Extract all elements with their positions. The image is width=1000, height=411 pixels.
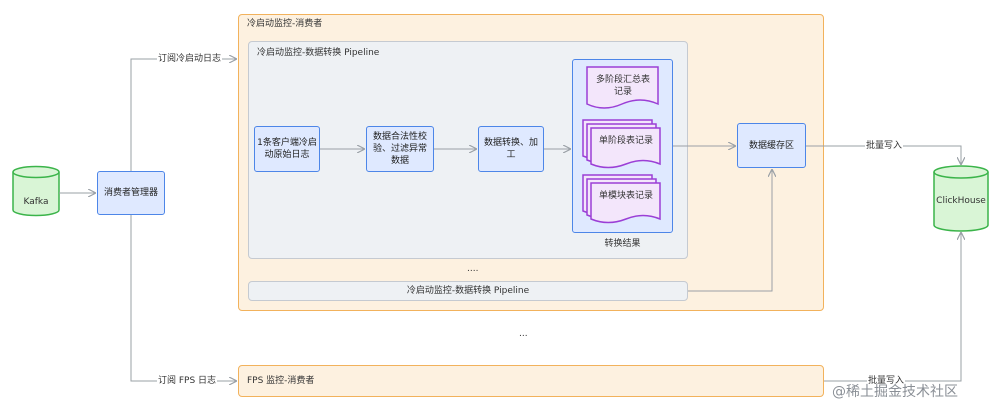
kafka-database-icon	[12, 165, 60, 217]
collapsed-pipeline-to-buffer-arrow	[688, 170, 772, 292]
cold-start-pipeline-collapsed: 冷启动监控-数据转换 Pipeline	[248, 281, 688, 301]
batch-write-label-1: 批量写入	[865, 140, 904, 152]
buffer-to-clickhouse-arrow	[806, 145, 961, 164]
single-stage-doc-label: 单阶段表记录	[598, 136, 653, 146]
manager-to-fps-consumer-arrow	[130, 215, 236, 381]
manager-to-cold-consumer-arrow	[130, 59, 236, 171]
transform-step: 数据转换、加工	[478, 126, 544, 172]
multi-stage-doc-icon	[586, 66, 659, 109]
pipeline-ellipsis: ....	[467, 264, 479, 274]
kafka-label: Kafka	[23, 197, 49, 207]
cold-start-consumer-title: 冷启动监控-消费者	[247, 19, 323, 29]
clickhouse-label: ClickHouse	[936, 196, 986, 206]
single-stage-doc-icon	[582, 119, 661, 169]
batch-write-label-2: 批量写入	[867, 375, 906, 387]
transform-results-label: 转换结果	[604, 239, 641, 249]
subscribe-cold-start-label: 订阅冷启动日志	[157, 53, 223, 65]
consumer-manager: 消费者管理器	[97, 171, 165, 215]
pipeline-title: 冷启动监控-数据转换 Pipeline	[257, 48, 380, 58]
validate-filter-step: 数据合法性校验、过滤异常数据	[366, 126, 434, 172]
clickhouse-database-icon	[933, 165, 989, 232]
watermark: @稀土掘金技术社区	[832, 384, 958, 400]
data-buffer: 数据缓存区	[737, 123, 806, 168]
fps-consumer-container	[238, 365, 824, 397]
single-module-doc-label: 单模块表记录	[598, 191, 653, 201]
multi-stage-doc-label: 多阶段汇总表记录	[595, 75, 650, 97]
fps-consumer-title: FPS 监控-消费者	[247, 376, 315, 386]
subscribe-fps-label: 订阅 FPS 日志	[157, 375, 218, 387]
fps-to-clickhouse-arrow	[824, 233, 961, 382]
consumer-ellipsis: ...	[519, 329, 528, 339]
raw-log-step: 1条客户端冷启动原始日志	[254, 126, 320, 172]
single-module-doc-icon	[582, 174, 661, 224]
